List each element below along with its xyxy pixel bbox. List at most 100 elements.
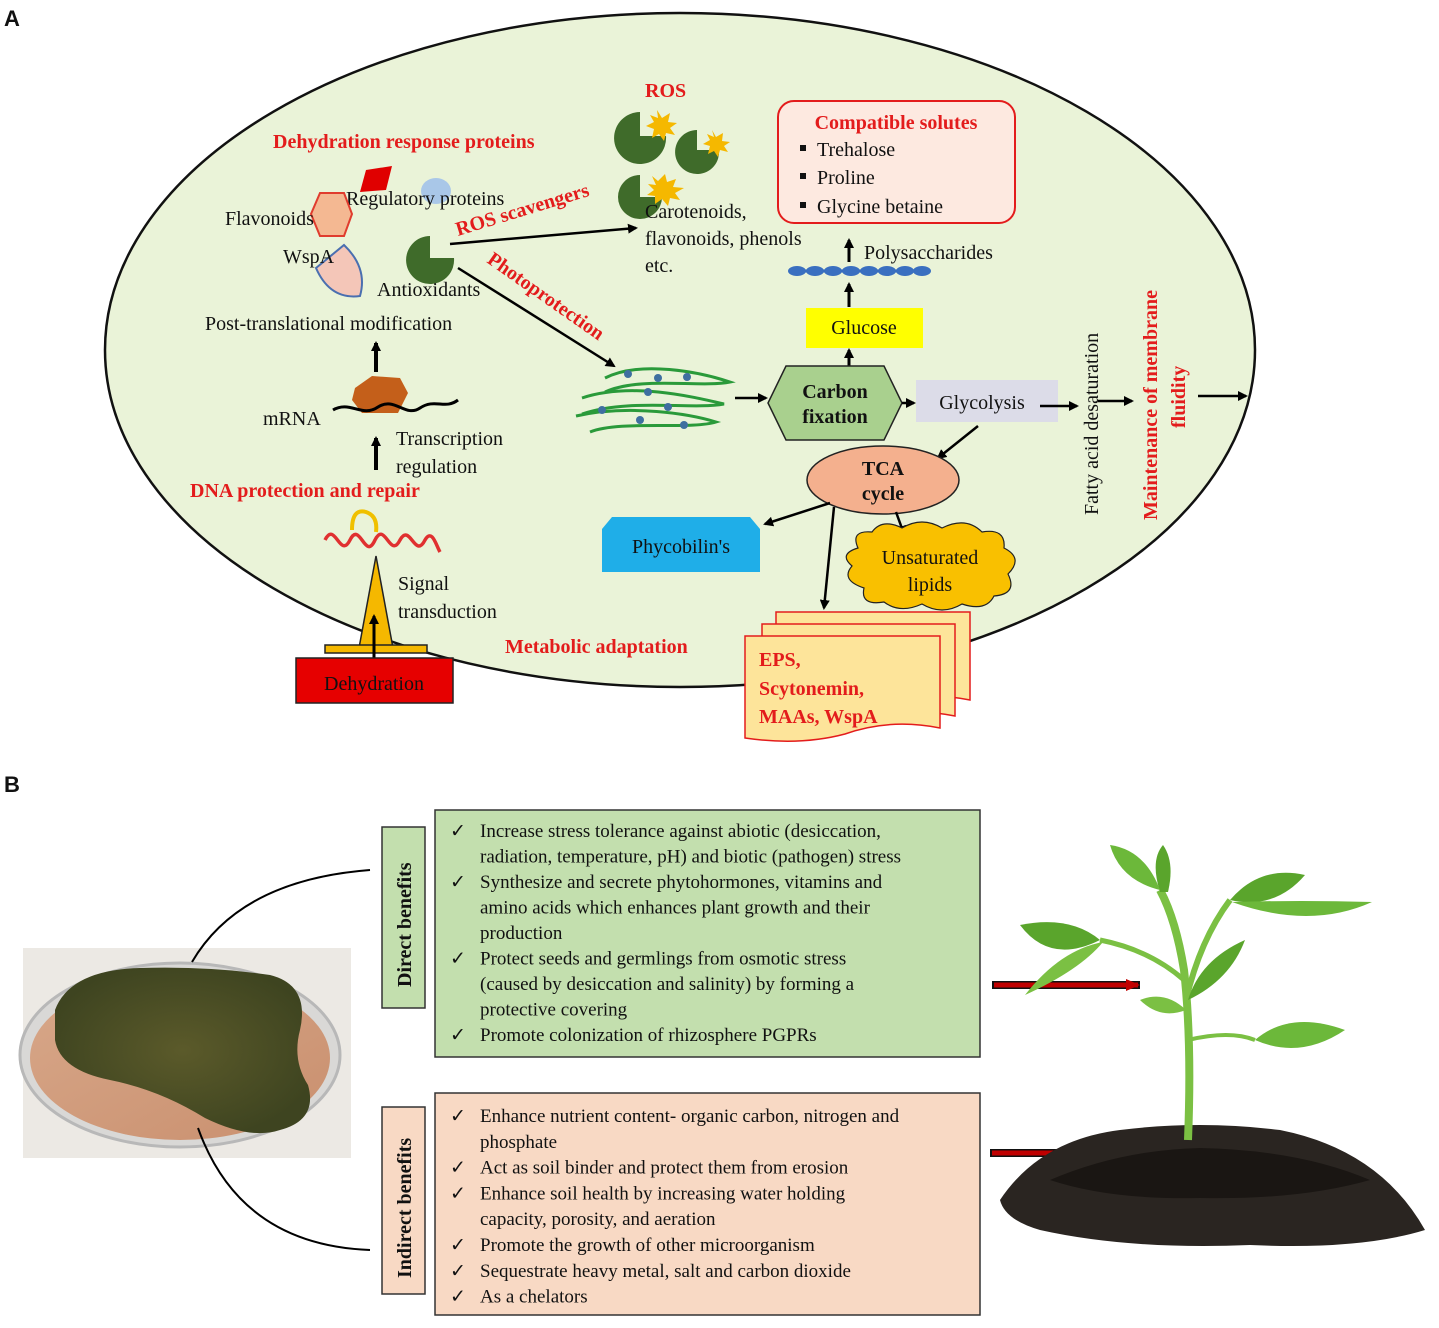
direct-benefits-title: Direct benefits (394, 862, 416, 987)
wspa-shape (314, 243, 363, 298)
connector-indirect (197, 1127, 371, 1251)
direct-benefits-tab (381, 826, 426, 1009)
indirect-benefits-list: ✓ Enhance nutrient content- organic carbo… (450, 1106, 900, 1308)
dehydration-response-title: Dehydration response proteins (273, 131, 535, 153)
antioxidants-label: Antioxidants (377, 279, 481, 301)
mrna-label: mRNA (263, 408, 321, 430)
indirect-item-0-line-1: phosphate (480, 1132, 557, 1153)
direct-item-3-line-0: Promote colonization of rhizosphere PGPR… (480, 1025, 817, 1046)
cyanobacterial-mat (55, 967, 311, 1134)
direct-item-1-line-1: amino acids which enhances plant growth … (480, 898, 871, 919)
panel-a-label: A (4, 6, 20, 31)
carotenoids-label-2: flavonoids, phenols (645, 228, 802, 250)
eps-label-3: MAAs, WspA (759, 706, 878, 728)
indirect-item-2-line-1: capacity, porosity, and aeration (480, 1209, 716, 1230)
wspa-label: WspA (283, 246, 335, 268)
signal-label-2: transduction (398, 601, 497, 623)
seedling-illustration (1000, 845, 1425, 1246)
ros-star-3 (647, 174, 684, 206)
direct-item-1-line-2: production (480, 923, 563, 944)
polysaccharides-label: Polysaccharides (864, 242, 993, 264)
indirect-item-5-line-0: As a chelators (480, 1287, 588, 1308)
eps-label-2: Scytonemin, (759, 678, 864, 700)
indirect-benefits-title: Indirect benefits (394, 1138, 416, 1278)
indirect-benefits-box (434, 1092, 981, 1316)
direct-item-2-line-1: (caused by desiccation and salinity) by … (480, 974, 855, 995)
regulatory-protein-shape-blue (421, 178, 451, 204)
regulatory-proteins-label: Regulatory proteins (346, 188, 505, 210)
dna-protection-label: DNA protection and repair (190, 480, 420, 502)
glucose-label: Glucose (831, 317, 897, 339)
ros-star-1 (646, 110, 677, 141)
direct-item-2-line-2: protective covering (480, 1000, 628, 1021)
phycobilins-box (602, 517, 760, 572)
arrow-glycolysis-to-tca (936, 425, 979, 460)
carbon-fixation-hexagon (767, 365, 903, 441)
transcription-label-2: regulation (396, 456, 477, 478)
carbon-fixation-label-2: fixation (802, 406, 868, 428)
indirect-check-4: ✓ (450, 1261, 466, 1282)
unsaturated-lipids-cloud (845, 521, 1016, 611)
indirect-item-1-line-0: Act as soil binder and protect them from… (480, 1158, 849, 1179)
regulatory-protein-shape-red (360, 166, 392, 192)
indirect-check-5: ✓ (450, 1287, 466, 1308)
ros-star-2 (703, 130, 730, 157)
indirect-check-0: ✓ (450, 1106, 466, 1127)
receptor-base (324, 644, 428, 654)
indirect-item-0-line-0: Enhance nutrient content- organic carbon… (480, 1106, 900, 1127)
arrow-tca-to-phycobilins (763, 501, 831, 527)
unsaturated-label-2: lipids (908, 574, 953, 596)
solute-bullet-3 (800, 202, 806, 208)
solute-bullet-1 (800, 145, 806, 151)
arrow-photoprotection (457, 266, 616, 368)
carotenoids-label-3: etc. (645, 255, 673, 277)
carotenoids-label-1: Carotenoids, (645, 201, 747, 223)
ros-scavenger-icon-3 (618, 175, 662, 219)
glucose-box (806, 308, 923, 348)
fatty-acid-label: Fatty acid desaturation (1081, 333, 1103, 515)
dehydration-box (295, 657, 454, 704)
indirect-item-2-line-0: Enhance soil health by increasing water … (480, 1183, 846, 1204)
connector-direct (191, 869, 371, 963)
thylakoid-membranes (575, 367, 736, 434)
direct-check-0: ✓ (450, 821, 466, 842)
glycolysis-label: Glycolysis (939, 392, 1025, 414)
dna-strand (323, 532, 442, 553)
direct-item-2-line-0: Protect seeds and germlings from osmotic… (480, 949, 846, 970)
indirect-benefits-tab (381, 1106, 426, 1295)
flavonoid-hexagon (309, 192, 354, 237)
dna-loop (350, 509, 379, 533)
indirect-check-1: ✓ (450, 1158, 466, 1179)
carbon-fixation-label-1: Carbon (802, 381, 868, 403)
ros-title: ROS (645, 80, 686, 102)
arrow-tca-to-eps (819, 506, 836, 610)
panel-b-label: B (4, 772, 20, 797)
ros-scavenger-icon-2 (675, 130, 720, 174)
tca-label-1: TCA (862, 458, 905, 480)
indirect-check-3: ✓ (450, 1235, 466, 1256)
polysaccharide-beads (788, 266, 931, 276)
transcription-label-1: Transcription (396, 428, 503, 450)
indirect-item-4-line-0: Sequestrate heavy metal, salt and carbon… (480, 1261, 851, 1282)
compatible-solutes-box (777, 100, 1016, 224)
membrane-label-2: fluidity (1168, 366, 1190, 428)
eps-doc-front (744, 635, 941, 742)
antioxidant-icon (406, 236, 455, 284)
direct-item-1-line-0: Synthesize and secrete phytohormones, vi… (480, 872, 883, 893)
indirect-check-2: ✓ (450, 1183, 466, 1204)
metabolic-adaptation-label: Metabolic adaptation (505, 636, 688, 658)
indirect-item-3-line-0: Promote the growth of other microorganis… (480, 1235, 815, 1256)
compatible-solutes-title: Compatible solutes (815, 112, 978, 134)
dehydration-label: Dehydration (324, 673, 424, 695)
direct-check-3: ✓ (450, 1025, 466, 1046)
solute-item-2: Proline (817, 167, 875, 189)
solute-item-1: Trehalose (817, 139, 895, 161)
solute-bullet-2 (800, 173, 806, 179)
tca-ellipse (806, 445, 960, 515)
direct-check-1: ✓ (450, 872, 466, 893)
post-translational-label: Post-translational modification (205, 313, 452, 335)
ros-scavenger-icon-1 (614, 112, 667, 164)
mrna-strand (332, 398, 459, 413)
phycobilins-label: Phycobilin's (632, 536, 730, 558)
